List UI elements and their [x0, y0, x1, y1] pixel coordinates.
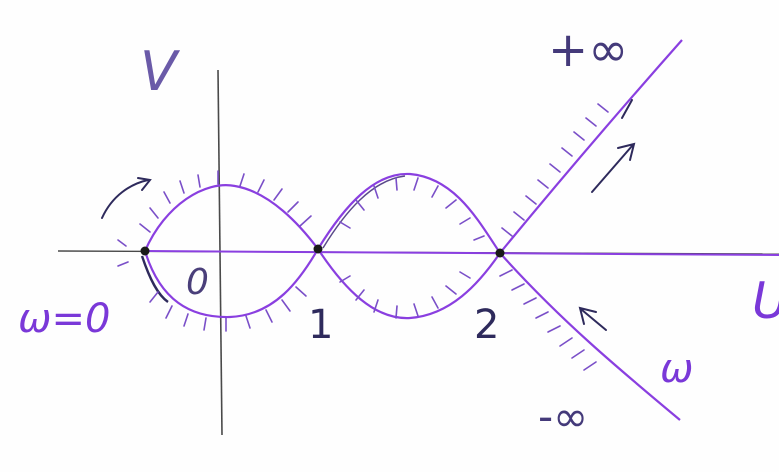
v-axis-label: V [140, 40, 177, 103]
branch-minus-infinity [499, 252, 681, 421]
loop-1-2-lower [317, 248, 501, 320]
node-start [140, 246, 150, 256]
branch-plus-infinity [499, 39, 683, 254]
plus-infinity-label: +∞ [548, 22, 629, 78]
point-2-label: 2 [474, 302, 500, 348]
node-1 [313, 244, 323, 254]
direction-arrows [101, 99, 636, 331]
v-axis-line [217, 69, 223, 436]
arrow-upper-branch-icon [591, 142, 636, 193]
arrow-upper-branch-2-icon [621, 99, 633, 119]
omega-zero-label: ω=0 [18, 296, 111, 342]
overdraw-loop2 [322, 175, 406, 249]
loop-0-1-lower [143, 248, 319, 319]
arrow-start-icon [101, 177, 152, 219]
point-1-label: 1 [308, 302, 334, 348]
loop-1-2-upper [317, 172, 501, 254]
arrow-lower-branch-icon [578, 306, 607, 331]
overdraw-left [140, 255, 169, 303]
u-axis-label: U [752, 272, 779, 330]
origin-label: 0 [186, 262, 209, 303]
loop-0-1-upper [143, 184, 319, 252]
node-2 [495, 248, 505, 258]
omega-label: ω [660, 346, 694, 392]
hatching [117, 103, 609, 371]
minus-infinity-label: -∞ [538, 392, 589, 441]
u-axis-highlight [144, 250, 779, 256]
